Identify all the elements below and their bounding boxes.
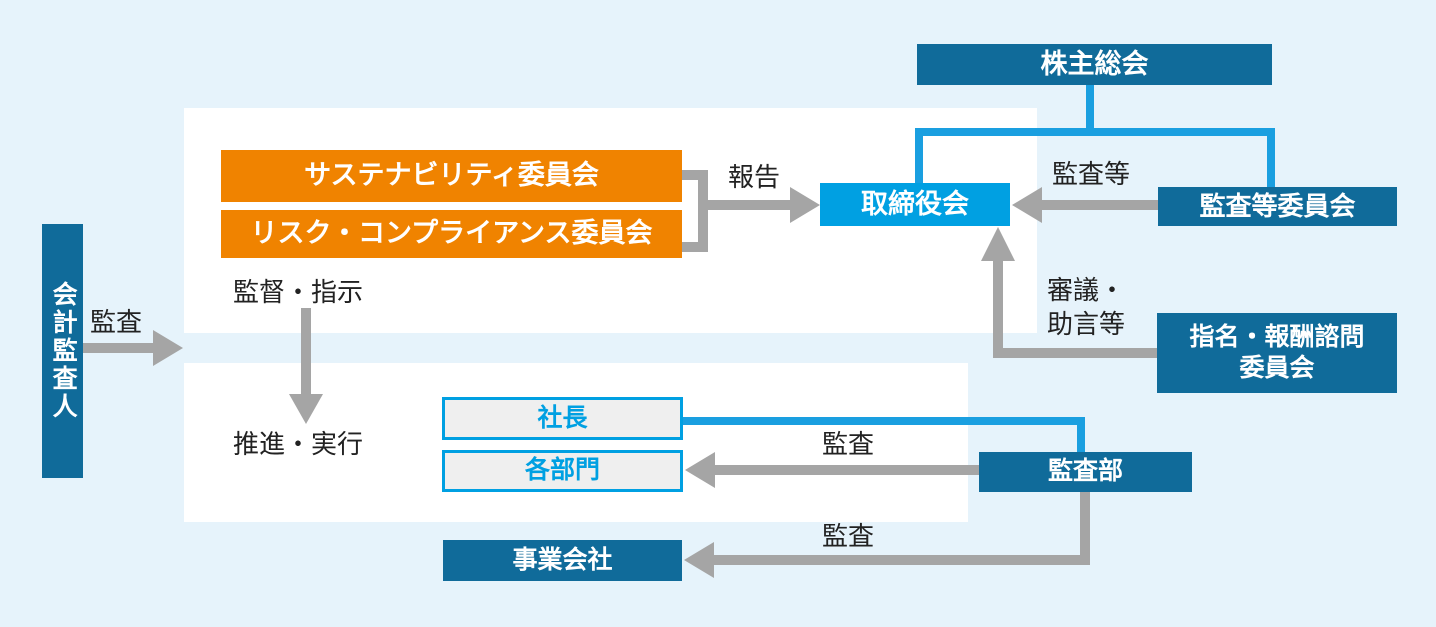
risk-compliance-committee-label: リスク・コンプライアンス委員会 xyxy=(250,218,653,249)
arrowhead-audit-business-icon xyxy=(684,542,714,578)
connector-supervision-shaft xyxy=(301,308,311,394)
connector-deliberation-vertical xyxy=(993,260,1003,358)
arrowhead-auditor-icon xyxy=(153,330,183,366)
board-of-directors-box: 取締役会 xyxy=(820,183,1010,226)
audit-department-box: 監査部 xyxy=(979,452,1192,492)
risk-compliance-committee-box: リスク・コンプライアンス委員会 xyxy=(221,210,682,258)
business-audit-edge-label: 監査 xyxy=(822,521,875,551)
accounting-auditor-label: 会計監査人 xyxy=(49,281,78,421)
arrowhead-supervision-icon xyxy=(289,394,323,424)
execution-edge-label: 推進・実行 xyxy=(233,429,364,459)
connector-deliberation-horizontal xyxy=(993,348,1157,358)
auditor-audit-edge-label: 監査 xyxy=(90,307,143,337)
arrowhead-report-icon xyxy=(790,187,820,223)
line-to-audit-committee xyxy=(1267,128,1275,189)
arrowhead-deliberation-icon xyxy=(981,227,1015,261)
sustainability-committee-box: サステナビリティ委員会 xyxy=(221,150,682,202)
arrowhead-audit-departments-icon xyxy=(685,452,715,488)
deliberation-edge-label-line2: 助言等 xyxy=(1047,309,1126,339)
business-companies-box: 事業会社 xyxy=(443,540,682,581)
line-president-auditdept-horizontal xyxy=(683,417,1085,425)
audit-department-label: 監査部 xyxy=(1047,457,1123,486)
nomination-committee-label-line1: 指名・報酬諮問 xyxy=(1189,322,1365,351)
connector-report-shaft xyxy=(698,200,790,210)
line-shareholders-horizontal xyxy=(915,128,1275,136)
connector-audit-business-vertical xyxy=(1080,492,1090,565)
departments-audit-edge-label: 監査 xyxy=(822,429,875,459)
audit-committee-box: 監査等委員会 xyxy=(1158,187,1397,226)
connector-audit-etc-shaft xyxy=(1042,200,1158,210)
board-of-directors-label: 取締役会 xyxy=(861,188,969,219)
nomination-committee-label-line2: 委員会 xyxy=(1239,354,1315,382)
connector-audit-departments-shaft xyxy=(715,465,979,475)
connector-report-stub-top xyxy=(682,170,708,180)
report-edge-label: 報告 xyxy=(728,162,781,192)
supervision-edge-label: 監督・指示 xyxy=(233,277,364,307)
line-shareholders-drop xyxy=(1086,85,1094,133)
business-companies-label: 事業会社 xyxy=(512,545,613,574)
president-box: 社長 xyxy=(442,397,683,440)
sustainability-committee-label: サステナビリティ委員会 xyxy=(304,160,599,191)
shareholders-meeting-box: 株主総会 xyxy=(917,44,1272,85)
connector-report-stub-bottom xyxy=(682,242,708,252)
audit-etc-edge-label: 監査等 xyxy=(1052,159,1131,189)
president-label: 社長 xyxy=(537,403,588,432)
connector-audit-business-shaft xyxy=(714,555,1090,565)
arrowhead-audit-etc-icon xyxy=(1012,187,1042,223)
accounting-auditor-box: 会計監査人 xyxy=(42,224,83,478)
line-to-board xyxy=(915,128,923,185)
nomination-compensation-committee-box: 指名・報酬諮問 委員会 xyxy=(1157,313,1397,393)
departments-box: 各部門 xyxy=(442,450,683,492)
connector-report-bracket xyxy=(698,170,708,252)
shareholders-meeting-label: 株主総会 xyxy=(1040,48,1149,79)
departments-label: 各部門 xyxy=(524,456,600,485)
deliberation-edge-label-line1: 審議・ xyxy=(1047,275,1126,305)
connector-auditor-shaft xyxy=(83,343,153,353)
execution-panel xyxy=(184,363,968,522)
audit-committee-label: 監査等委員会 xyxy=(1199,191,1356,222)
line-president-auditdept-drop xyxy=(1077,417,1085,454)
